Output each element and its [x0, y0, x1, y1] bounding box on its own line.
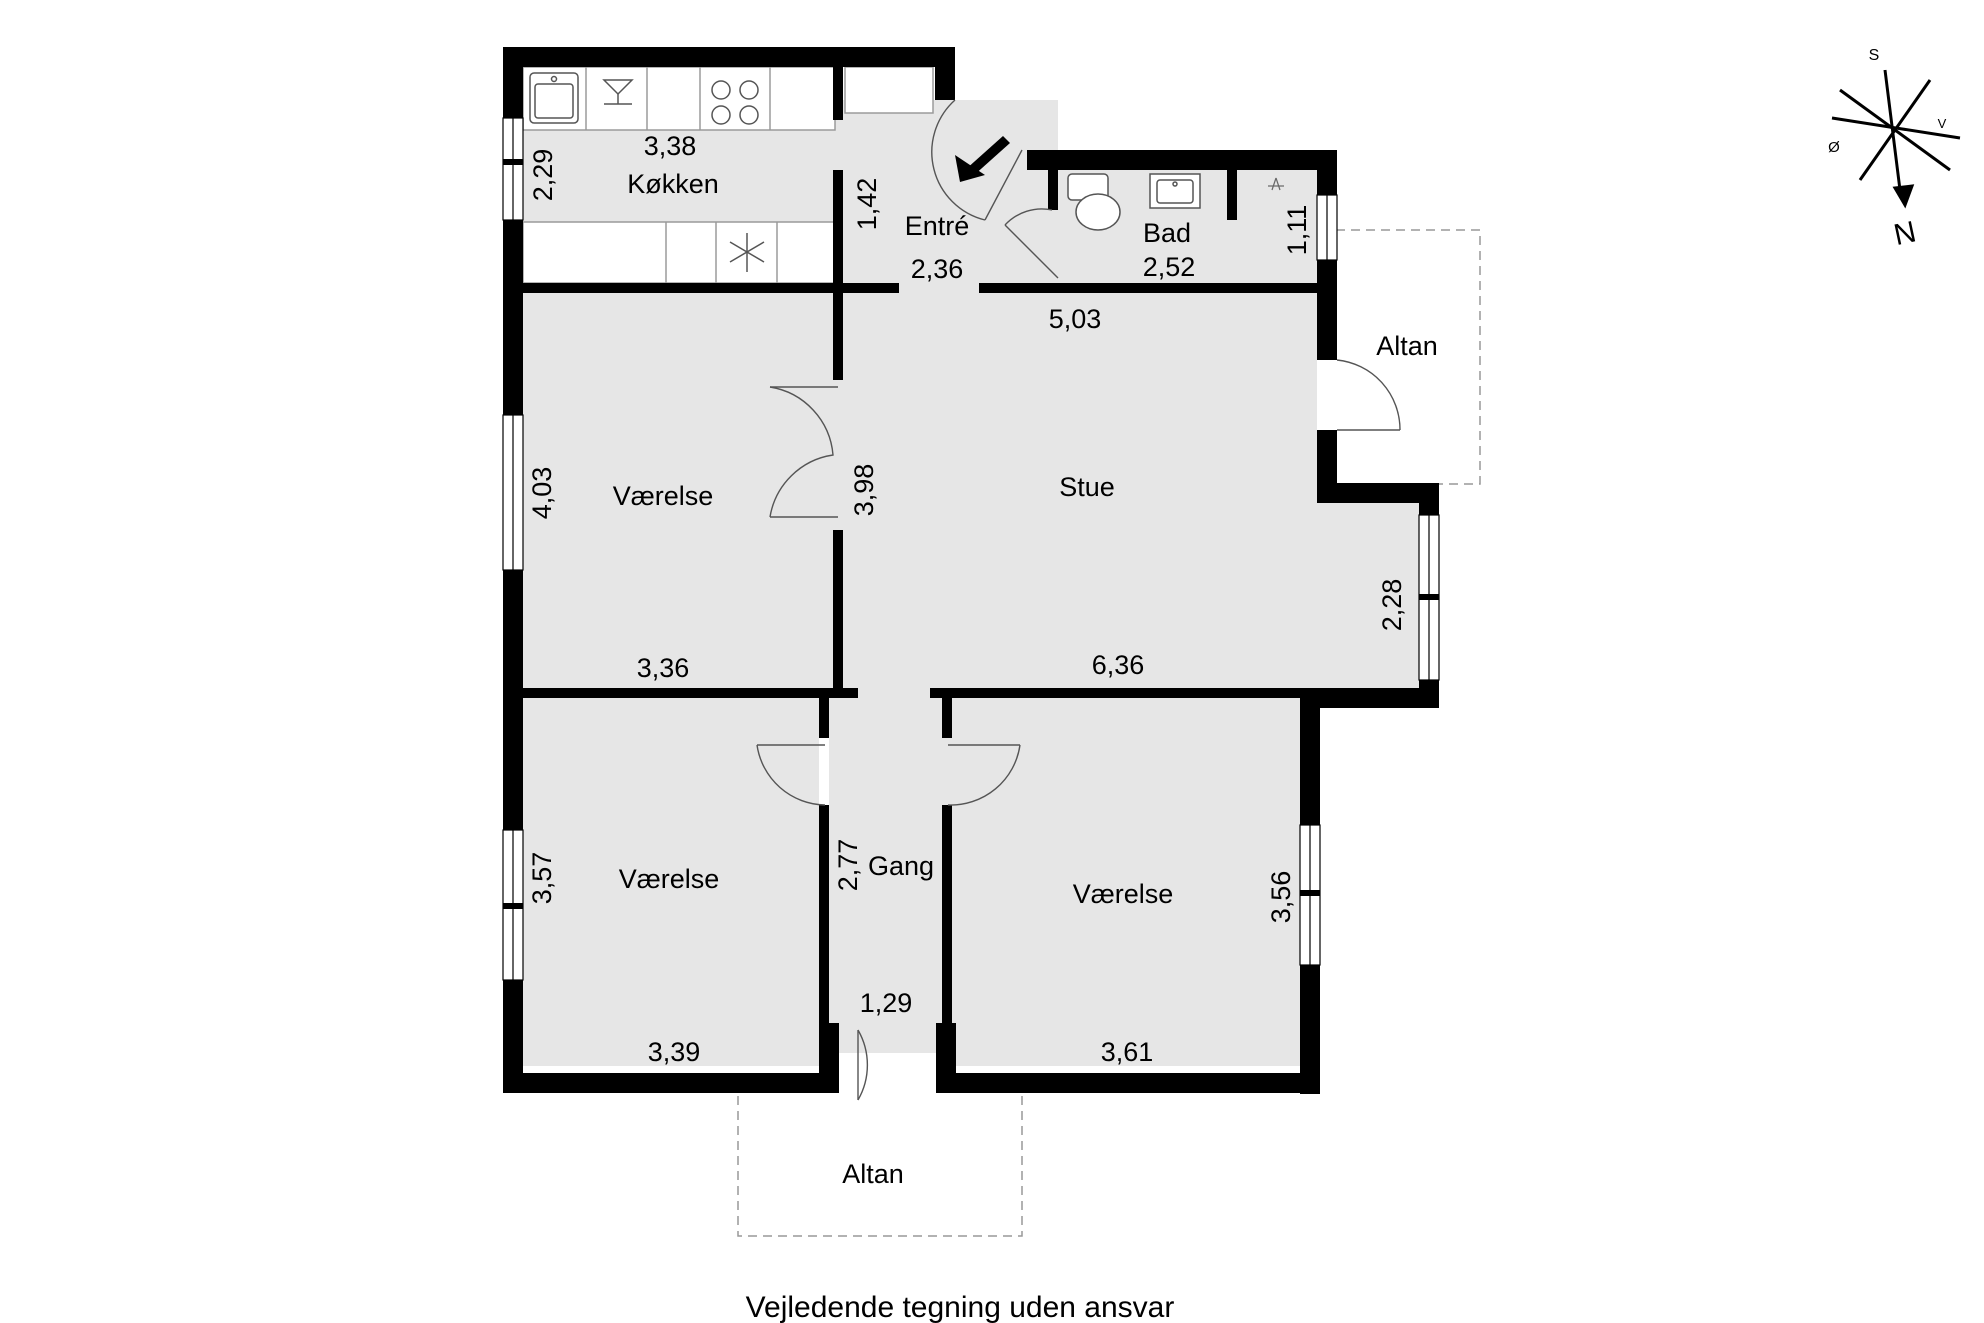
wall-south-east — [936, 1073, 1320, 1093]
hallway-floor — [829, 688, 952, 1053]
compass-letters: N S Ø V — [1828, 47, 1947, 252]
hallway-depth: 2,77 — [833, 839, 863, 892]
wall-bath-west — [1048, 160, 1058, 210]
floor-areas — [523, 60, 1419, 1066]
entrance-arrow-icon — [955, 136, 1010, 182]
bath-depth: 1,11 — [1282, 205, 1312, 256]
bedroom-sw-width: 3,39 — [648, 1037, 701, 1067]
compass-west: V — [1938, 116, 1947, 131]
entrance-name: Entré — [905, 211, 970, 241]
bedroom-nw-width: 3,36 — [637, 653, 690, 683]
bedroom-sw-depth: 3,57 — [527, 852, 557, 905]
doors — [756, 99, 1401, 1101]
living-floor — [838, 283, 1419, 688]
bedroom-se-width: 3,61 — [1101, 1037, 1154, 1067]
wall-mid-west — [503, 688, 858, 698]
bath-name: Bad — [1143, 218, 1191, 248]
labels: 3,38 Køkken 2,29 Entré 2,36 1,42 Bad 2,5… — [527, 131, 1438, 1189]
balcony-door-swing — [1336, 359, 1401, 431]
balcony-east-label: Altan — [1376, 331, 1438, 361]
wall-hall-east — [942, 688, 952, 738]
wall-kitchen-east — [833, 60, 843, 120]
washbasin-icon — [1149, 173, 1201, 209]
compass-south: S — [1869, 47, 1880, 64]
kitchen-depth: 2,29 — [528, 149, 558, 202]
bedroom-nw-door-swing — [769, 386, 834, 518]
living-width: 6,36 — [1092, 650, 1145, 680]
kitchen-name: Køkken — [627, 169, 719, 199]
living-depth: 2,28 — [1377, 579, 1407, 632]
hallway-width: 1,29 — [860, 988, 913, 1018]
compass-east: Ø — [1828, 139, 1840, 156]
bath-door-swing — [1004, 208, 1053, 226]
shower-icon — [1268, 177, 1284, 191]
bedroom-se-name: Værelse — [1073, 879, 1174, 909]
faucet-icon — [602, 79, 634, 105]
living-name: Stue — [1059, 472, 1115, 502]
wall-south-west — [503, 1073, 839, 1093]
living-width-top: 5,03 — [1049, 304, 1102, 334]
fridge-snowflake-icon — [729, 233, 765, 272]
window-kitchen-west — [502, 117, 524, 221]
window-bath — [1316, 194, 1338, 261]
kitchen-fixtures — [522, 66, 934, 284]
bedroom-se-door-swing — [947, 744, 1021, 806]
wall-shower — [1227, 160, 1237, 220]
hallway-name: Gang — [868, 851, 934, 881]
upper-counter — [522, 66, 836, 131]
bedroom-nw-depth: 4,03 — [527, 467, 557, 520]
wall-north-kitchen — [503, 47, 955, 67]
entrance-floor — [838, 100, 1058, 283]
bedroom-sw-name: Værelse — [619, 864, 720, 894]
hall-door-swing — [857, 1029, 868, 1101]
toilet-icon — [1067, 173, 1121, 231]
wall-hall-west — [819, 688, 829, 738]
disclaimer: Vejledende tegning uden ansvar — [746, 1291, 1175, 1323]
bedroom-sw-floor — [523, 698, 819, 1066]
window-mullions — [503, 159, 1439, 909]
entrance-depth: 1,42 — [852, 178, 882, 231]
kitchen-cabinet — [844, 66, 934, 114]
bedroom-nw-floor — [523, 292, 838, 688]
wall-bedroom-nw-east — [833, 283, 843, 380]
lower-counter — [522, 221, 836, 284]
compass-north: N — [1891, 215, 1919, 252]
bedroom-nw-depth-right: 3,98 — [849, 464, 879, 517]
kitchen-width: 3,38 — [644, 131, 697, 161]
entrance-width: 2,36 — [911, 254, 964, 284]
bath-width: 2,52 — [1143, 252, 1196, 282]
bedroom-sw-door-swing — [756, 744, 826, 806]
bedroom-se-depth: 3,56 — [1266, 871, 1296, 924]
sink-icon — [529, 72, 579, 124]
window-bedroom-nw — [502, 414, 524, 571]
entrance-door-swing — [931, 99, 986, 221]
stove-icon — [711, 80, 759, 125]
wall-kitchen-south — [503, 283, 899, 293]
balcony-south-label: Altan — [842, 1159, 904, 1189]
wall-north-bath — [1027, 150, 1337, 170]
bedroom-nw-name: Værelse — [613, 481, 714, 511]
wall-mid-east — [930, 688, 1320, 698]
bedroom-se-floor — [952, 698, 1300, 1066]
compass-rose-icon — [1831, 69, 1961, 209]
